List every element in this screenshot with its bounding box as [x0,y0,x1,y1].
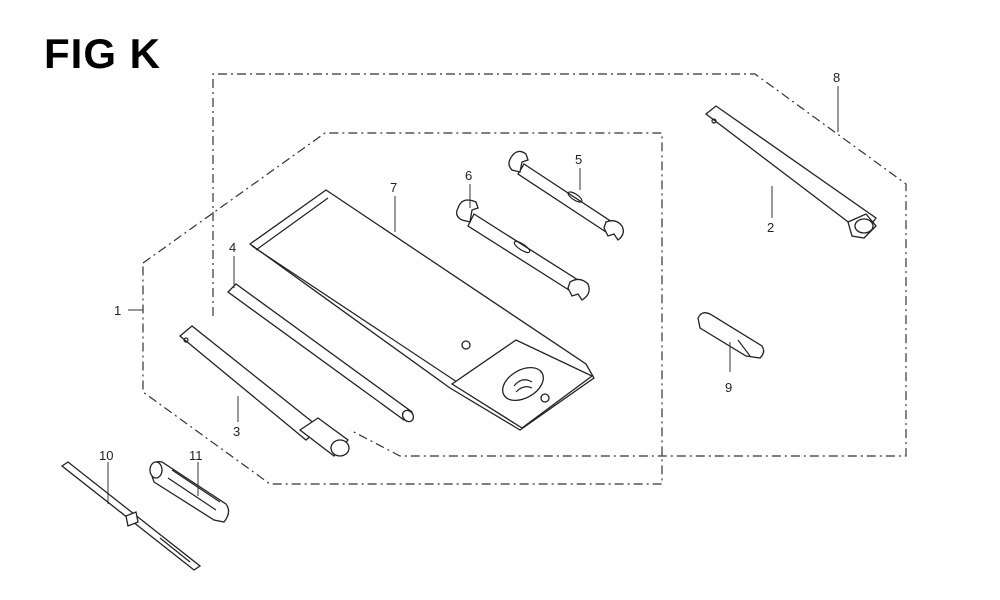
callout-4: 4 [229,240,236,255]
part-5-open-end-wrench[interactable] [508,150,624,241]
callout-11: 11 [189,448,203,463]
callout-7: 7 [390,180,397,195]
callout-9: 9 [725,380,732,395]
group-frame-8 [212,73,907,457]
callout-3: 3 [233,424,240,439]
part-11-screwdriver-handle[interactable] [149,461,230,523]
callout-1: 1 [114,303,121,318]
part-7-tool-pouch[interactable] [248,189,595,431]
callout-8: 8 [833,70,840,85]
part-9-screwdriver-grip[interactable] [697,312,765,359]
part-10-screwdriver[interactable] [60,461,202,571]
callout-5: 5 [575,152,582,167]
part-2-box-wrench[interactable] [704,105,877,239]
group-frame-1 [142,132,663,485]
callout-2: 2 [767,220,774,235]
part-4-tommy-bar[interactable] [227,283,416,424]
callout-6: 6 [465,168,472,183]
part-6-open-end-wrench[interactable] [456,199,590,301]
callout-10: 10 [99,448,113,463]
part-3-box-wrench[interactable] [178,325,350,457]
figure-title: FIG K [44,30,161,77]
